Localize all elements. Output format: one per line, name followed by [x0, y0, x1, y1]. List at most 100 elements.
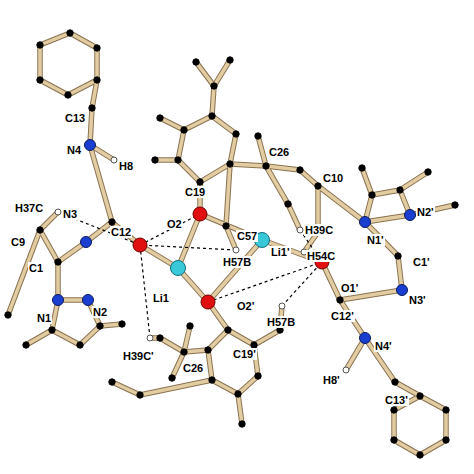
atom-ball — [205, 347, 211, 353]
bond-stick — [160, 118, 184, 130]
bond-outline — [40, 80, 68, 95]
atom-ball — [397, 285, 408, 296]
atom-ball — [297, 167, 303, 173]
atom-ball — [157, 115, 163, 121]
atom-label: N2' — [416, 206, 435, 218]
atom-label: H39C — [304, 224, 334, 236]
atom-label: O2' — [236, 300, 255, 312]
bond-outline — [400, 172, 428, 190]
atom-label: O1' — [340, 282, 359, 294]
atom-ball — [169, 375, 175, 381]
atom-label: H57B — [266, 316, 296, 328]
atom-ball — [171, 261, 186, 276]
atom-ball — [109, 379, 115, 385]
bond-stick — [362, 168, 372, 195]
bond-outline — [365, 222, 398, 256]
atom-ball — [209, 377, 215, 383]
bond-outline — [160, 338, 184, 352]
atom-ball — [137, 392, 143, 398]
atom-ball — [452, 202, 458, 208]
atom-ball — [65, 92, 71, 98]
atom-label: C1' — [412, 256, 431, 268]
bond-stick — [68, 80, 97, 95]
bond-stick — [26, 330, 52, 345]
atom-ball — [152, 157, 158, 163]
atom-ball — [37, 77, 43, 83]
bond-outline — [238, 394, 242, 424]
atom-ball — [49, 327, 55, 333]
atom-ball — [119, 321, 125, 327]
bond-stick — [184, 326, 190, 352]
atom-label: O2 — [166, 218, 183, 230]
atom-label: C57 — [236, 230, 258, 242]
bond-stick — [318, 186, 365, 222]
hydrogen-bond — [282, 262, 322, 306]
atom-label: N3 — [62, 208, 78, 220]
atom-label: C19' — [232, 348, 257, 360]
bond-outline — [258, 136, 266, 166]
atom-label: Li1 — [152, 292, 170, 304]
atom-ball — [297, 227, 303, 233]
bond-outline — [288, 204, 300, 230]
atom-ball — [223, 223, 229, 229]
atom-ball — [37, 227, 43, 233]
bond-outline — [372, 190, 400, 195]
atom-ball — [263, 163, 269, 169]
atom-ball — [417, 393, 423, 399]
bond-outline — [212, 116, 236, 134]
atom-label: Li1' — [270, 246, 291, 258]
atom-ball — [235, 391, 241, 397]
bond-stick — [200, 164, 230, 182]
atom-label: C13 — [64, 112, 86, 124]
bond-stick — [372, 190, 400, 195]
bond-outline — [443, 410, 449, 440]
bond-stick — [212, 86, 214, 116]
atom-label: C26 — [268, 146, 290, 158]
bond-stick — [40, 230, 58, 262]
atom-ball — [55, 259, 61, 265]
bond-stick — [70, 33, 97, 48]
bond-outline — [230, 134, 236, 164]
bond-stick — [40, 80, 68, 95]
atom-label: N2 — [92, 306, 108, 318]
bond-stick — [212, 116, 236, 134]
atom-ball — [233, 131, 239, 137]
atom-label: C19 — [184, 186, 206, 198]
bond-outline — [37, 45, 43, 80]
atom-label: N1 — [36, 312, 52, 324]
bond-outline — [70, 33, 97, 48]
atom-ball — [417, 452, 423, 458]
bond-outline — [228, 330, 254, 345]
atom-ball — [94, 45, 100, 51]
atom-ball — [392, 379, 398, 385]
bond-stick — [365, 222, 398, 256]
hydrogen-bond — [140, 214, 200, 245]
atom-label: H54C — [306, 250, 336, 262]
bond-stick — [80, 326, 100, 345]
bond-stick — [184, 116, 212, 130]
bond-stick — [92, 80, 97, 108]
atom-ball — [391, 437, 397, 443]
atom-ball — [94, 77, 100, 83]
bond-outline — [200, 164, 230, 182]
bond-stick — [420, 396, 446, 410]
bond-stick — [394, 440, 420, 455]
bond-outline — [230, 164, 266, 166]
atom-ball — [181, 349, 187, 355]
bond-stick — [420, 440, 446, 455]
atom-ball — [197, 179, 203, 185]
bond-outline — [26, 330, 52, 345]
bond-outline — [112, 382, 140, 395]
bond-outline — [40, 230, 58, 262]
bond-outline — [365, 338, 395, 382]
atom-ball — [233, 247, 239, 253]
atom-ball — [37, 42, 43, 48]
bond-stick — [160, 338, 184, 352]
atom-ball — [285, 201, 291, 207]
atom-label: C1 — [28, 262, 44, 274]
bond-stick — [228, 330, 254, 345]
atom-ball — [360, 217, 371, 228]
bond-stick — [258, 136, 266, 166]
atom-ball — [337, 297, 343, 303]
bond-outline — [196, 62, 214, 86]
